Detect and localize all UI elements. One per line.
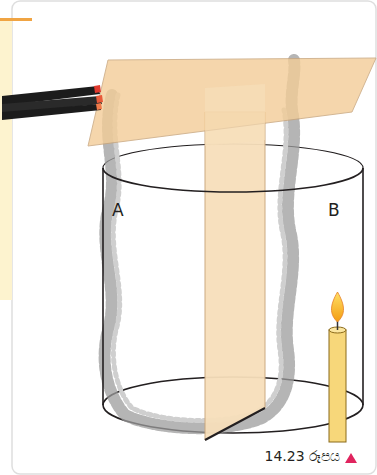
divider-edge [205,408,265,440]
figure-caption: 14.23 රූපය [264,448,340,465]
jar-rim-front [103,168,363,192]
jar-wall [102,168,104,405]
part-label: B [328,200,340,220]
side-band [0,20,12,300]
top-accent [0,18,32,21]
page-frame [12,1,376,474]
incense-sticks [2,85,103,120]
caption-marker [345,453,357,463]
candle-flame [331,292,343,322]
cover-card [88,58,376,146]
jar-wall [362,168,364,405]
candle [329,330,346,442]
cardboard-divider [205,112,265,440]
part-label: A [112,200,124,220]
